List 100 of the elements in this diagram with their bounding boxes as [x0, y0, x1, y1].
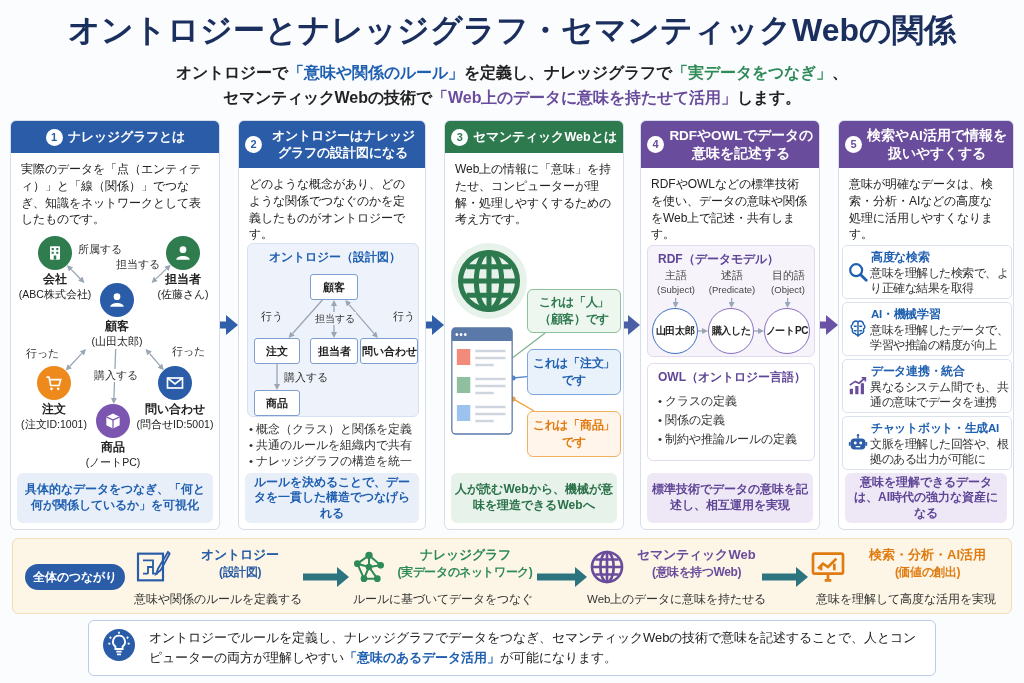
edge-label: 行う [260, 310, 284, 323]
description: Web上の情報に「意味」を持たせ、コンピューターが理解・処理しやすくするための考え方です。 [455, 161, 613, 229]
panel-heading: オントロジーはナレッジグラフの設計図になる [270, 128, 416, 161]
stage-description: 意味を理解して高度な活用を実現 [814, 592, 997, 607]
summary-note: 意味を理解できるデータは、AI時代の強力な資産になる [845, 473, 1007, 523]
step-number: 5 [845, 136, 862, 153]
title: オントロジーとナレッジグラフ・セマンティックWebの関係 [67, 11, 958, 50]
stage-subtitle: (設計図) [218, 565, 262, 579]
edge-label: 購入する [93, 369, 139, 382]
stage-description: ルールに基づいてデータをつなぐ [352, 592, 534, 607]
column-card [238, 120, 426, 530]
flow-arrow [220, 315, 238, 335]
stage-title: 検索・分析・AI活用 [867, 546, 987, 563]
bullet-item: • 共通のルールを組織内で共有 [249, 438, 413, 453]
entity-name: 顧客 [104, 319, 130, 334]
connector-arrow [288, 299, 324, 338]
edge-label: 所属する [77, 243, 123, 256]
stage-title: ナレッジグラフ [418, 546, 512, 563]
leader-line [510, 375, 528, 381]
feature-card [842, 416, 1012, 470]
concept-box: 顧客 [310, 274, 358, 300]
step-number: 3 [451, 128, 469, 146]
entity-name: 問い合わせ [144, 402, 206, 417]
feature-card [842, 245, 1012, 299]
panel-title: RDF（データモデル） [658, 252, 780, 267]
description: どのような概念があり、どのような関係でつなぐのかを定義したものがオントロジーです。 [249, 176, 406, 244]
panel-title: オントロジー（設計図） [268, 250, 402, 265]
connector-arrow [274, 363, 280, 390]
leader-line [512, 332, 546, 359]
feature-description: 意味を理解したデータで、学習や推論の精度が向上 [870, 323, 1009, 353]
stage-description: 意味や関係のルールを定義する [133, 592, 303, 607]
connector-arrow [345, 300, 378, 338]
feature-title: チャットボット・生成AI [871, 421, 1000, 436]
connector-arrow [784, 297, 791, 308]
entity-detail: (佐藤さん) [156, 287, 210, 301]
connector-arrow [145, 348, 164, 371]
step-number: 1 [45, 128, 63, 146]
entity-name: 注文 [41, 402, 67, 417]
summary-note: ルールを決めることで、データを一貫した構造でつなげられる [245, 473, 419, 523]
edge-label: 購入する [283, 371, 329, 384]
overview-band [12, 538, 1012, 614]
summary-note: 人が読むWebから、機械が意味を理造できるWebへ [451, 473, 617, 523]
edge-label: 行った [25, 347, 60, 360]
edge-label: 担当する [314, 312, 356, 325]
connector-arrow [110, 348, 117, 404]
description: 意味が明確なデータは、検索・分析・AIなどの高度な処理に活用しやすくなります。 [849, 176, 994, 244]
stage-subtitle: (実データのネットワーク) [396, 565, 534, 579]
panel-heading: RDFやOWLでデータの意味を記述する [669, 126, 813, 163]
panel-heading: ナレッジグラフとは [67, 128, 185, 146]
stage-subtitle: (価値の創出) [893, 565, 962, 579]
connector-arrow [65, 349, 86, 371]
connector-arrow [151, 264, 171, 284]
summary-note: 標準技術でデータの意味を記述し、相互運用を実現 [647, 473, 813, 523]
connector-arrow [672, 297, 679, 308]
callout-bubble: これは「人」（顧客）です [527, 289, 621, 333]
concept-box: 商品 [254, 390, 300, 416]
envelope-icon [158, 366, 192, 400]
edge-label: 行った [171, 345, 206, 358]
panel-title: OWL（オントロジー言語） [658, 370, 807, 385]
entity-name: 商品 [100, 440, 126, 455]
resource-circle: 購入した [708, 308, 754, 354]
description: RDFやOWLなどの標準技術を使い、データの意味や関係をWeb上で記述・共有します。 [651, 176, 808, 244]
feature-description: 異なるシステム間でも、共通の意味でデータを連携 [870, 380, 1010, 410]
browser-window-drawing [451, 327, 513, 435]
feature-title: AI・機械学習 [871, 307, 942, 322]
stage-subtitle: (意味を持つWeb) [650, 565, 743, 579]
step-number: 4 [647, 136, 664, 153]
bullet-item: • 制約や推論ルールの定義 [658, 432, 798, 447]
flow-arrow [820, 315, 838, 335]
owl-panel [647, 363, 815, 461]
building-icon [38, 236, 72, 270]
bullet-item: • 概念（クラス）と関係を定義 [249, 422, 413, 437]
edge-label: 担当する [115, 258, 161, 271]
role-term: (Object) [770, 283, 806, 297]
flow-arrow [426, 315, 444, 335]
subtitle: オントロジーで「意味や関係のルール」を定義し、ナレッジグラフで「実データをつなぎ」、セマンティックWebの技術で「Web上のデータに意味を持たせて活用」します。 [175, 63, 849, 108]
leader-line [510, 396, 535, 412]
role-term: (Subject) [656, 283, 696, 297]
resource-circle: ノートPC [764, 308, 810, 354]
stage-title: セマンティックWeb [636, 546, 757, 563]
cart-icon [37, 366, 71, 400]
role-label: 主語 [664, 268, 688, 282]
stage-title: オントロジー [200, 546, 280, 563]
column-card [838, 120, 1014, 530]
edge-label: 行う [392, 310, 416, 323]
connector-arrow [66, 265, 85, 283]
connector-arrow [753, 328, 764, 334]
feature-card [842, 359, 1012, 413]
resource-circle: 山田太郎 [652, 308, 698, 354]
connector-arrow [728, 297, 735, 308]
person-icon [166, 236, 200, 270]
flow-arrow [624, 315, 640, 335]
entity-name: 担当者 [164, 272, 202, 287]
bullet-item: • 関係の定義 [658, 413, 727, 428]
role-label: 目的語 [770, 268, 806, 282]
summary-text: オントロジーでルールを定義し、ナレッジグラフでデータをつなぎ、セマンティックWebの技術で意味を記述することで、人とコンピューターの両方が理解しやすい「意味のあるデータ活用」が可能になります。 [149, 629, 918, 667]
rdf-panel [647, 245, 815, 357]
concept-box: 担当者 [310, 338, 358, 364]
section-tag: 全体のつながり [25, 564, 125, 590]
description: 実際のデータを「点（エンティティ）」と「線（関係）」でつなぎ、知識をネットワークとして表したものです。 [21, 161, 202, 229]
